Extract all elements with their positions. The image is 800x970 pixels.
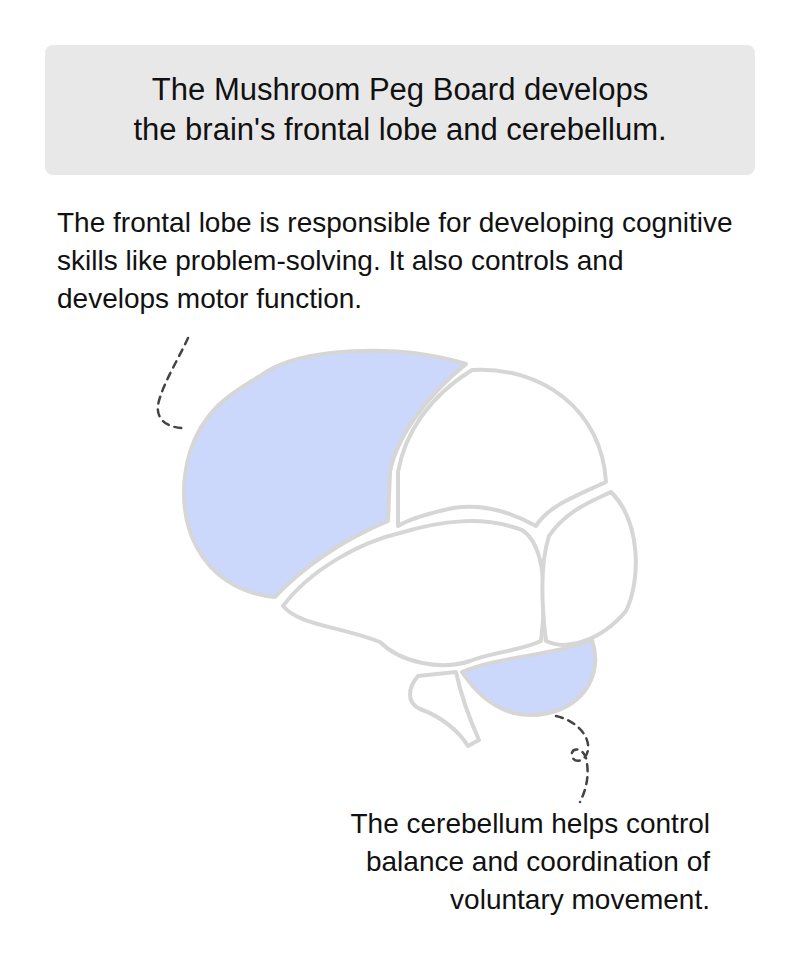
title-band <box>45 45 755 175</box>
callout-text: The cerebellum helps control balance and… <box>280 805 710 919</box>
callout-text: The frontal lobe is responsible for deve… <box>57 204 737 318</box>
parietal-lobe <box>398 370 606 526</box>
leader-line <box>158 338 188 428</box>
title: The Mushroom Peg Board develops the brai… <box>60 70 740 150</box>
title-box: The Mushroom Peg Board develops the brai… <box>60 45 740 175</box>
leader-line <box>556 716 588 802</box>
occipital-lobe <box>543 492 636 645</box>
